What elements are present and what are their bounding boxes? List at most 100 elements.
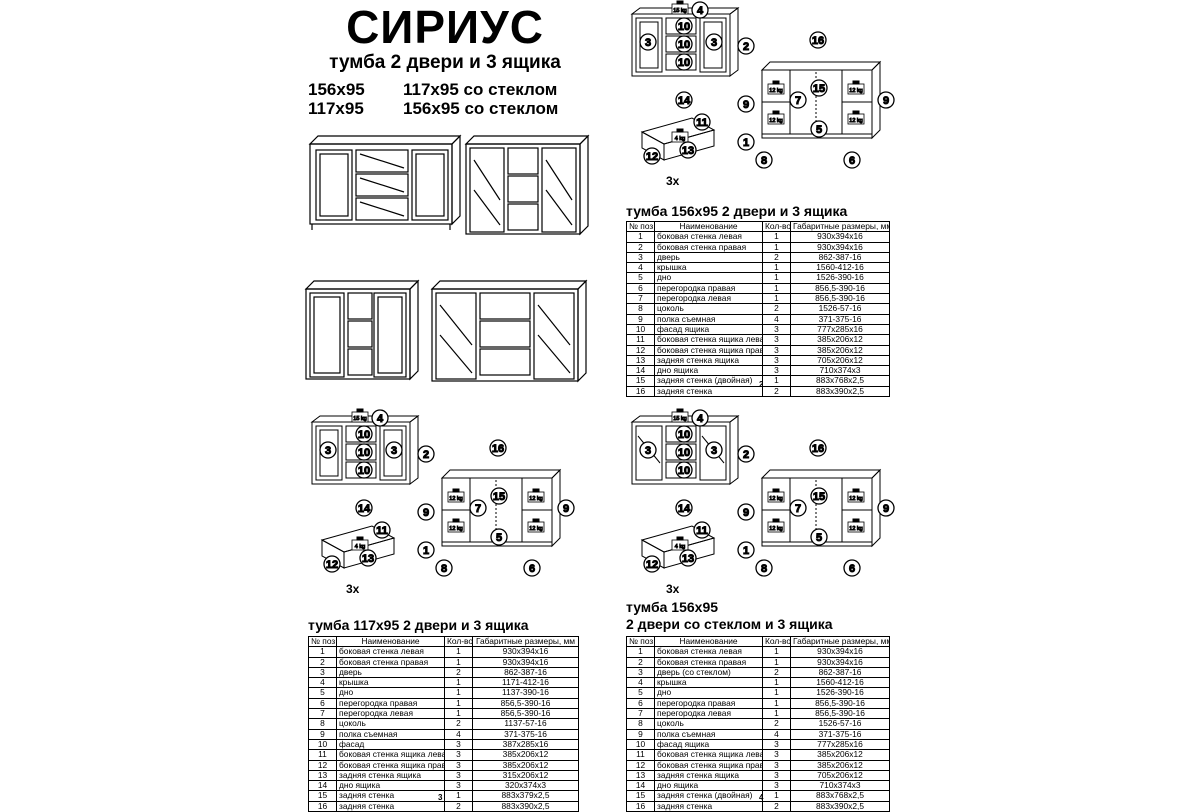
- callout-number: 2: [743, 41, 749, 53]
- cell-name: задняя стенка: [654, 385, 763, 398]
- callout-circle: [675, 17, 693, 35]
- callout-circle: [371, 409, 389, 427]
- cell-name: боковая стенка левая: [654, 231, 763, 243]
- cell-qty: 1: [762, 375, 791, 387]
- cell-dimensions: 930х394х16: [472, 656, 579, 668]
- cell-name: фасад: [336, 738, 445, 751]
- weight-label: 12 kg: [849, 526, 862, 532]
- cell-name: боковая стенка правая: [654, 241, 763, 253]
- callout-circle: [319, 441, 337, 459]
- cell-qty: 3: [762, 738, 791, 751]
- drawer-count-label: 3x: [666, 582, 680, 596]
- cell-qty: 1: [762, 708, 791, 720]
- cell-qty: 2: [444, 666, 473, 679]
- cell-dimensions: 320х374х3: [472, 780, 579, 792]
- callout-number: 9: [563, 503, 569, 515]
- weight-handle: [356, 536, 364, 541]
- cell-position: 4: [626, 262, 655, 274]
- carcass-side: [871, 60, 881, 140]
- cell-name: боковая стенка правая: [336, 656, 445, 668]
- callout-number: 1: [423, 545, 429, 557]
- table-header-row: № поз. Наименование Кол-во Габаритные ра…: [626, 635, 890, 648]
- cell-qty: 2: [444, 800, 473, 812]
- callout-number: 15: [493, 491, 505, 503]
- cell-position: 15: [626, 375, 655, 387]
- cabinet-117-glass-drawing: [464, 134, 590, 236]
- callout-circle: [523, 559, 541, 577]
- cell-qty: 1: [444, 677, 473, 689]
- cell-position: 1: [626, 231, 655, 243]
- callout-circle: [675, 461, 693, 479]
- callout-circle: [705, 441, 723, 459]
- callout-number: 1: [743, 545, 749, 557]
- door-right: [379, 425, 407, 481]
- callout-circle: [489, 439, 507, 457]
- cell-name: задняя стенка: [654, 800, 763, 812]
- cell-name: боковая стенка ящика правая: [336, 759, 445, 771]
- callout-number: 14: [678, 503, 691, 515]
- cell-qty: 1: [444, 708, 473, 720]
- cabinet-side: [729, 7, 739, 77]
- callout-circle: [675, 91, 693, 109]
- callout-number: 12: [326, 559, 338, 571]
- cell-name: полка съемная: [336, 728, 445, 740]
- carcass-top: [760, 469, 882, 479]
- cell-position: 6: [308, 697, 337, 710]
- callout-number: 12: [646, 559, 658, 571]
- cell-dimensions: 1560-412-16: [790, 677, 890, 689]
- table-title-117: тумба 117х95 2 двери и 3 ящика: [308, 617, 529, 633]
- cell-position: 10: [626, 738, 655, 751]
- door-right: [699, 425, 727, 481]
- carcass-top: [440, 469, 562, 479]
- callout-circle: [789, 91, 807, 109]
- callout-number: 10: [678, 465, 690, 477]
- page-number: 3: [438, 793, 443, 802]
- cell-dimensions: 385х206х12: [790, 749, 890, 761]
- cell-name: задняя стенка ящика: [654, 769, 763, 782]
- cell-name: боковая стенка ящика левая: [336, 749, 445, 761]
- cell-dimensions: 315х206х12: [472, 769, 579, 782]
- weight-label: 12 kg: [449, 526, 462, 532]
- cell-name: задняя стенка: [336, 800, 445, 812]
- cell-qty: 3: [762, 769, 791, 782]
- cell-dimensions: 1171-412-16: [472, 677, 579, 689]
- cell-qty: 1: [762, 677, 791, 689]
- callout-circle: [693, 113, 711, 131]
- cell-position: 8: [308, 718, 337, 730]
- cell-qty: 4: [762, 313, 791, 325]
- cell-name: дверь (со стеклом): [654, 666, 763, 679]
- weight-label: 12 kg: [529, 526, 542, 532]
- cell-name: задняя стенка ящика: [654, 354, 763, 367]
- callout-number: 4: [697, 413, 704, 425]
- cell-dimensions: 385х206х12: [790, 334, 890, 346]
- cell-dimensions: 385х206х12: [472, 749, 579, 761]
- cell-position: 14: [626, 365, 655, 377]
- callout-circle: [323, 555, 341, 573]
- callout-circle: [737, 37, 755, 55]
- cell-name: дверь: [654, 251, 763, 264]
- cell-name: перегородка правая: [654, 282, 763, 295]
- cabinet-117-plain-drawing: [304, 279, 420, 381]
- cell-qty: 3: [762, 365, 791, 377]
- callout-number: 5: [816, 532, 822, 544]
- callout-circle: [737, 503, 755, 521]
- cabinet-156-glass-drawing: [430, 279, 588, 383]
